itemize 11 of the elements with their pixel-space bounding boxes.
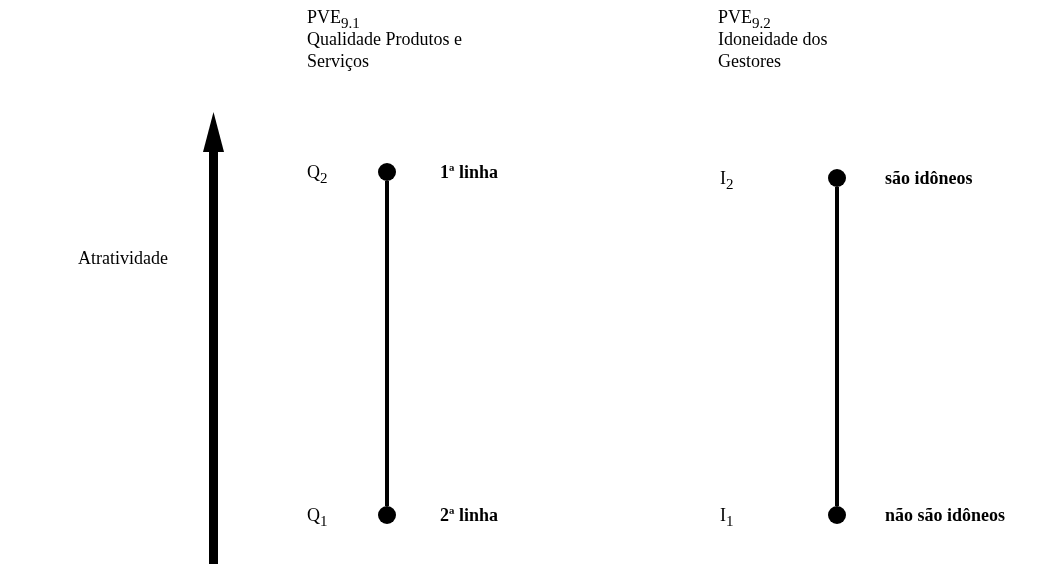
level-description: não são idôneos bbox=[885, 504, 1006, 526]
axis-label: Atratividade bbox=[78, 247, 169, 269]
level-code: Q$_{1}$ bbox=[307, 504, 328, 531]
level-description: 1ª linha bbox=[440, 161, 498, 183]
level-description: são idôneos bbox=[885, 167, 973, 189]
connector-line bbox=[385, 181, 389, 506]
level-code: I$_{1}$ bbox=[720, 504, 735, 531]
connector-line bbox=[835, 187, 839, 506]
level-description: 2ª linha bbox=[440, 504, 498, 526]
level-code: Q$_{2}$ bbox=[307, 161, 328, 188]
level-code: I$_{2}$ bbox=[720, 167, 735, 194]
